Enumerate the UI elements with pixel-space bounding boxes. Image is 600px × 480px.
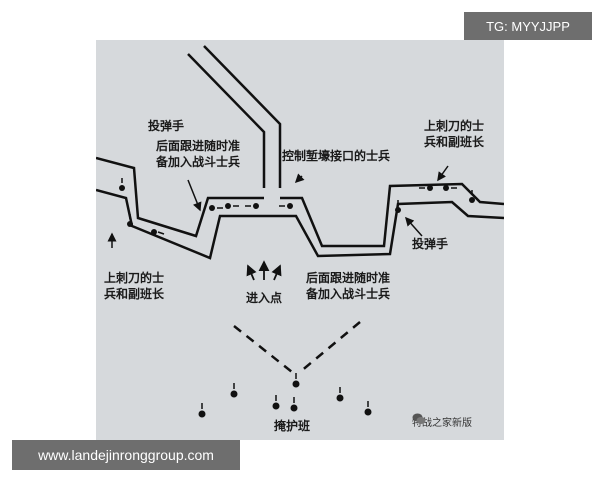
comm-trench-wall-left [187, 53, 266, 188]
label-bayonet-right: 上刺刀的士 兵和副班长 [424, 119, 485, 149]
label-grenadier-left: 投弹手 [148, 119, 185, 133]
tg-watermark: TG: MYYJJPP [464, 12, 592, 40]
trench-wall-upper [96, 156, 504, 248]
url-watermark: www.landejinronggroup.com [12, 440, 240, 470]
arrow-bayonet-right [437, 165, 449, 182]
soldier-group-left [119, 178, 293, 235]
cover-line-left [233, 325, 293, 373]
soldier-group-right [395, 185, 475, 213]
entry-arrows [246, 260, 282, 281]
url-watermark-text: www.landejinronggroup.com [38, 447, 214, 463]
wechat-watermark: 特战之家新版 [412, 412, 472, 430]
cover-line-right [299, 321, 361, 373]
label-grenadier-right: 投弹手 [412, 237, 449, 251]
arrow-followers-left [187, 179, 202, 212]
label-bayonet-left: 上刺刀的士 兵和副班长 [104, 271, 165, 301]
label-followers-mid: 后面跟进随时准 备加入战斗士兵 [306, 271, 391, 301]
wechat-icon [412, 413, 426, 424]
wechat-watermark-text: 特战之家新版 [412, 417, 472, 429]
arrow-control [294, 173, 305, 184]
label-control-junction: 控制堑壕接口的士兵 [282, 149, 391, 163]
cover-squad [198, 373, 372, 418]
diagram-drawing [96, 45, 504, 418]
label-entry-point: 进入点 [246, 291, 283, 305]
arrow-grenadier-right [405, 216, 423, 237]
label-followers-left: 后面跟进随时准 备加入战斗士兵 [156, 139, 241, 169]
label-cover-squad: 掩护班 [274, 419, 311, 433]
trench-clearing-diagram: 投弹手 后面跟进随时准 备加入战斗士兵 控制堑壕接口的士兵 上刺刀的士 兵和副班… [96, 40, 504, 440]
comm-trench-wall-right [203, 45, 282, 188]
tg-watermark-text: TG: MYYJJPP [486, 18, 570, 34]
